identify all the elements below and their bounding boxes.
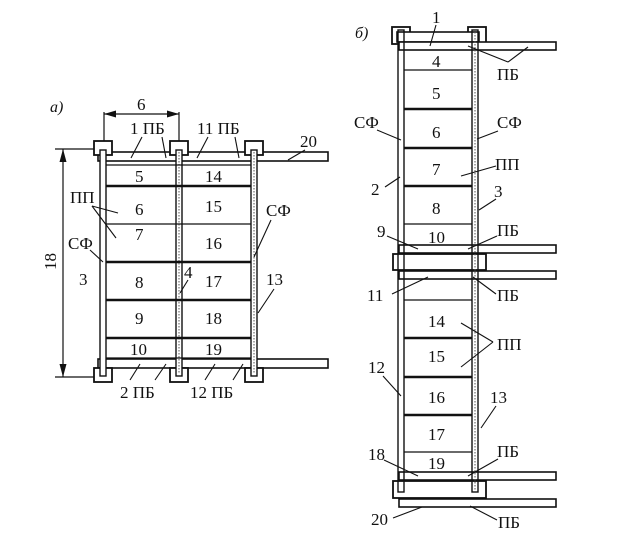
callout-b-20: 20: [371, 510, 388, 529]
cell-b-14: 14: [428, 312, 446, 331]
cell-5: 5: [135, 167, 144, 186]
column-b-right: [471, 29, 479, 493]
cell-b-16: 16: [428, 388, 445, 407]
callout-b-11: 11: [367, 286, 383, 305]
cell-8: 8: [135, 273, 144, 292]
cell-b-7: 7: [432, 160, 441, 179]
callout-sf-left: СФ: [68, 234, 93, 253]
cell-b-4: 4: [432, 52, 441, 71]
column-3: [99, 149, 107, 377]
cell-b-8: 8: [432, 199, 441, 218]
callout-b-pb-mid-lower: ПБ: [497, 286, 519, 305]
cell-b-19: 19: [428, 454, 445, 473]
mid-joint: [392, 253, 487, 271]
callout-b-3: 3: [494, 182, 503, 201]
callout-b-pb-mid-upper: ПБ: [497, 221, 519, 240]
cell-18: 18: [205, 309, 222, 328]
dimension-height-label: 18: [41, 253, 60, 270]
cell-19: 19: [205, 340, 222, 359]
cell-b-15: 15: [428, 347, 445, 366]
callout-b-sf-right: СФ: [497, 113, 522, 132]
cell-b-5: 5: [432, 84, 441, 103]
bottom-beam-lower: [398, 498, 557, 508]
bottom-joint: [392, 480, 487, 499]
callout-3: 3: [79, 270, 88, 289]
callout-1-pb: 1 ПБ: [130, 119, 165, 138]
cell-10: 10: [130, 340, 147, 359]
callout-b-pb-bottom-lower: ПБ: [498, 513, 520, 532]
cell-17: 17: [205, 272, 223, 291]
callout-b-9: 9: [377, 222, 386, 241]
callout-b-18: 18: [368, 445, 385, 464]
callout-sf-right: СФ: [266, 201, 291, 220]
callout-b-pb-bottom-upper: ПБ: [497, 442, 519, 461]
cell-9: 9: [135, 309, 144, 328]
top-beam: [97, 151, 329, 162]
panel-b: б): [354, 8, 557, 532]
callout-pp: ПП: [70, 188, 95, 207]
panel-b-tag: б): [355, 25, 368, 42]
panel-a-grid: [106, 164, 251, 359]
cell-b-10: 10: [428, 228, 445, 247]
callout-12-pb: 12 ПБ: [190, 383, 233, 402]
cell-7: 7: [135, 225, 144, 244]
callout-b-pp-lower: ПП: [497, 335, 522, 354]
callout-b-pb-top: ПБ: [497, 65, 519, 84]
panel-a-tag: а): [50, 99, 63, 116]
callout-4: 4: [184, 263, 193, 282]
cell-14: 14: [205, 167, 223, 186]
callout-b-2: 2: [371, 180, 380, 199]
callout-13: 13: [266, 270, 283, 289]
callout-20: 20: [300, 132, 317, 151]
callout-b-12: 12: [368, 358, 385, 377]
callout-b-sf-left: СФ: [354, 113, 379, 132]
panel-a: а) 6 18: [41, 95, 329, 402]
cell-b-17: 17: [428, 425, 446, 444]
cell-16: 16: [205, 234, 222, 253]
callout-11-pb: 11 ПБ: [197, 119, 240, 138]
callout-2-pb: 2 ПБ: [120, 383, 155, 402]
cell-6: 6: [135, 200, 144, 219]
panel-b-lower-grid: [404, 299, 472, 453]
cell-15: 15: [205, 197, 222, 216]
callout-b-13: 13: [490, 388, 507, 407]
panel-b-upper-grid: [404, 69, 472, 225]
dimension-width-label: 6: [137, 95, 146, 114]
callout-b-pp-upper: ПП: [495, 155, 520, 174]
cell-b-6: 6: [432, 123, 441, 142]
top-frame: [396, 31, 480, 43]
callout-b-1: 1: [432, 8, 441, 27]
column-b-left: [397, 29, 405, 493]
dimension-height: 18: [41, 148, 103, 378]
